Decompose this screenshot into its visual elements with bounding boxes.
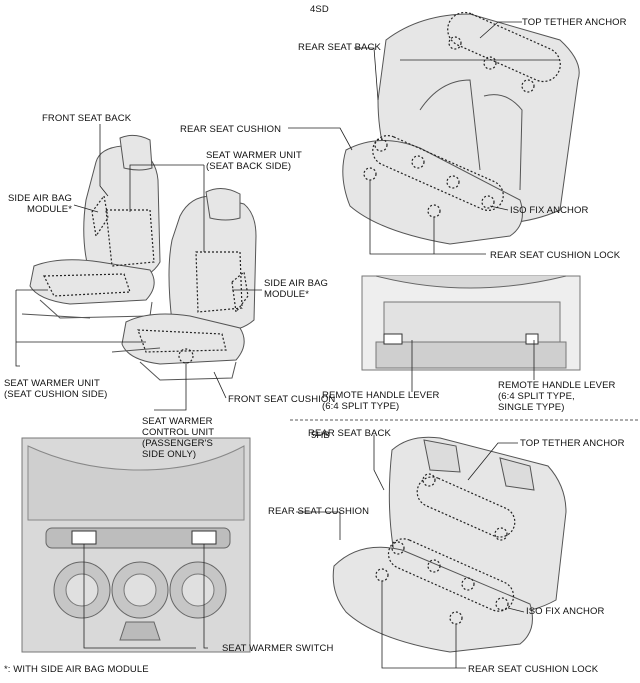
top-tether-anchor-outline-5hb [416, 476, 516, 538]
label-top-tether-anchor-4sd: TOP TETHER ANCHOR [522, 17, 627, 28]
rear-seat-5hb-illustration [332, 436, 567, 653]
section-label-5hb: 5HB [311, 430, 330, 441]
label-seat-warmer-control-unit: SEAT WARMER CONTROL UNIT (PASSENGER'S SI… [142, 416, 215, 460]
label-seat-warmer-switch: SEAT WARMER SWITCH [222, 643, 334, 654]
label-rear-seat-cushion-5hb: REAR SEAT CUSHION [268, 506, 370, 517]
label-rear-seat-back-4sd: REAR SEAT BACK [298, 42, 381, 53]
trunk-illustration [361, 275, 581, 371]
seat-warmer-switch-illustration [21, 437, 251, 653]
side-airbag-left-outline [91, 194, 109, 238]
label-rear-seat-back-5hb: REAR SEAT BACK [308, 428, 391, 439]
isofix-anchor-outline-4sd [372, 135, 504, 211]
label-remote-handle-lever-right: REMOTE HANDLE LEVER (6:4 SPLIT TYPE, SIN… [498, 380, 616, 413]
section-label-4sd: 4SD [310, 4, 329, 15]
seat-warmer-back-right-outline [195, 251, 243, 313]
label-front-seat-cushion: FRONT SEAT CUSHION [228, 394, 336, 405]
label-side-air-bag-module-left: SIDE AIR BAG MODULE* [7, 193, 72, 215]
label-seat-warmer-unit-cushion: SEAT WARMER UNIT (SEAT CUSHION SIDE) [4, 378, 108, 400]
label-side-air-bag-module-right: SIDE AIR BAG MODULE* [264, 278, 329, 300]
right-front-seat-headrest [205, 188, 241, 221]
seat-warmer-cushion-left-outline [43, 273, 131, 297]
left-front-seat-headrest [119, 134, 153, 171]
front-seats-illustration [21, 134, 257, 381]
label-iso-fix-anchor-4sd: ISO FIX ANCHOR [510, 205, 589, 216]
footnote: *: WITH SIDE AIR BAG MODULE [4, 664, 149, 675]
label-iso-fix-anchor-5hb: ISO FIX ANCHOR [526, 606, 605, 617]
label-seat-warmer-unit-back: SEAT WARMER UNIT (SEAT BACK SIDE) [206, 150, 302, 172]
label-rear-seat-cushion-lock-4sd: REAR SEAT CUSHION LOCK [490, 250, 621, 261]
label-front-seat-back: FRONT SEAT BACK [42, 113, 132, 124]
label-rear-seat-cushion-lock-5hb: REAR SEAT CUSHION LOCK [468, 664, 599, 675]
seat-warmer-back-left-outline [105, 209, 155, 267]
right-front-seat-cushion [121, 313, 245, 365]
seat-warmer-cushion-right-outline [137, 329, 227, 353]
top-tether-anchor-outline-4sd [447, 11, 561, 83]
label-rear-seat-cushion-4sd: REAR SEAT CUSHION [180, 124, 282, 135]
label-remote-handle-lever-left: REMOTE HANDLE LEVER (6:4 SPLIT TYPE) [322, 390, 440, 412]
seat-warmer-control-unit-outline [178, 348, 194, 364]
right-front-seat-back [168, 195, 257, 333]
isofix-anchor-outline-5hb [387, 538, 515, 612]
left-front-seat-back [83, 145, 161, 283]
label-top-tether-anchor-5hb: TOP TETHER ANCHOR [520, 438, 625, 449]
